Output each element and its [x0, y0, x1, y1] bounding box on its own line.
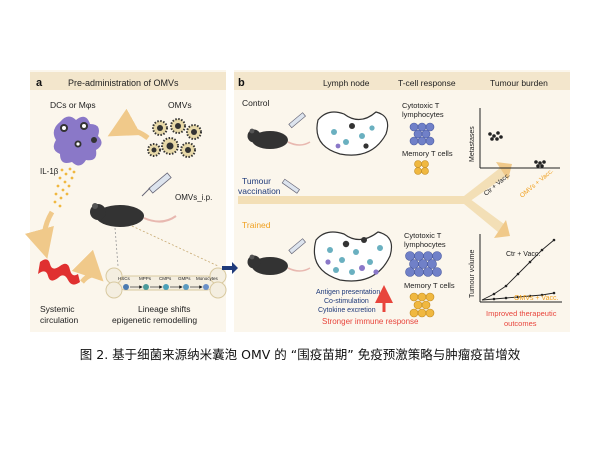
dcs-label: DCs or Mφs: [50, 100, 96, 110]
il-to-vessel-arrow: [24, 210, 55, 259]
syringe-icon: [141, 172, 172, 197]
panel-transition-arrow: [222, 262, 238, 274]
cytokine-excretion-label: Cytokine excretion: [318, 307, 376, 314]
trained-mouse-icon: [247, 254, 311, 275]
panel-a-letter: a: [36, 77, 43, 89]
panel-b-letter: b: [238, 77, 245, 89]
antigen-presentation-label: Antigen presentation: [316, 289, 380, 296]
omvs-vacc-line-label: OMVs + Vacc.: [514, 295, 558, 302]
bone-stage-monocytes: Monocytes: [196, 276, 219, 281]
vaccination-syringe-icon: [281, 178, 301, 194]
improved-outcomes-line2: outcomes: [504, 319, 537, 328]
co-stimulation-label: Co-stimulation: [324, 298, 369, 305]
metastases-axis-label: Metastases: [469, 126, 476, 162]
column-tumour-burden: Tumour burden: [490, 78, 548, 88]
bone-stage-gmps: GMPs: [178, 276, 191, 281]
lineage-label-line2: epigenetic remodelling: [112, 315, 197, 325]
control-lymph-node-icon: [316, 111, 389, 156]
trained-cytotoxic-label-line1: Cytotoxic T: [404, 231, 442, 240]
systemic-label-line2: circulation: [40, 315, 79, 325]
omvs-label: OMVs: [168, 100, 192, 110]
metastases-plot: [479, 108, 560, 169]
improved-outcomes-line1: Improved therapeutic: [486, 309, 557, 318]
column-t-cell-response: T-cell response: [398, 78, 456, 88]
blood-vessel-icon: [38, 259, 80, 285]
tumour-volume-plot: [479, 234, 562, 303]
il-1b-cytokine-dots: [53, 167, 76, 208]
figure-caption: 图 2. 基于细菌来源纳米囊泡 OMV 的 “围疫苗期” 免疫预激策略与肿瘤疫苗…: [79, 347, 521, 362]
control-cytotoxic-label-line1: Cytotoxic T: [402, 101, 440, 110]
control-cytotoxic-label-line2: lymphocytes: [402, 110, 444, 119]
trained-memory-cells-icon: [409, 292, 435, 318]
trained-label: Trained: [242, 220, 271, 230]
control-label: Control: [242, 98, 270, 108]
omv-to-dc-arrow: [107, 108, 150, 141]
vessel-to-bone-arrow: [71, 249, 104, 284]
systemic-label-line1: Systemic: [40, 304, 75, 314]
trained-cytotoxic-label-line2: lymphocytes: [404, 240, 446, 249]
panel-b-header: [234, 72, 570, 90]
tumour-vaccination-label-line2: vaccination: [238, 186, 281, 196]
bone-stage-cells: [123, 284, 209, 290]
control-syringe-icon: [288, 112, 306, 129]
trained-lymph-node-icon: [313, 231, 393, 282]
control-memory-cells-icon: [414, 160, 429, 175]
trained-cytotoxic-cells-icon: [405, 251, 442, 277]
omvs-ip-label: OMVs_i.p.: [175, 193, 212, 202]
tumour-volume-axis-label: Tumour volume: [469, 250, 476, 298]
panel-a-title: Pre-administration of OMVs: [68, 78, 179, 88]
stronger-immune-response-label: Stronger immune response: [322, 317, 419, 326]
omv-vesicles-icon: [147, 118, 202, 158]
control-memory-label: Memory T cells: [402, 149, 453, 158]
ctr-vacc-line-label: Ctr + Vacc.: [506, 251, 540, 258]
control-cytotoxic-cells-icon: [409, 122, 435, 146]
panel-a-header: [30, 72, 226, 90]
tumour-vaccination-label-line1: Tumour: [242, 176, 271, 186]
bone-stage-hscs: HSCs: [118, 276, 131, 281]
control-mouse-icon: [247, 128, 311, 149]
dendritic-cell-icon: [53, 116, 102, 166]
bone-stage-cmps: CMPs: [159, 276, 172, 281]
bone-stage-mpps: MPPs: [139, 276, 152, 281]
lineage-label-line1: Lineage shifts: [138, 304, 190, 314]
mouse-icon: [90, 203, 177, 227]
column-lymph-node: Lymph node: [323, 78, 370, 88]
trained-memory-label: Memory T cells: [404, 281, 455, 290]
trained-syringe-icon: [288, 238, 306, 255]
il-1b-label: IL-1β: [40, 167, 59, 176]
vaccination-band: [238, 162, 512, 238]
